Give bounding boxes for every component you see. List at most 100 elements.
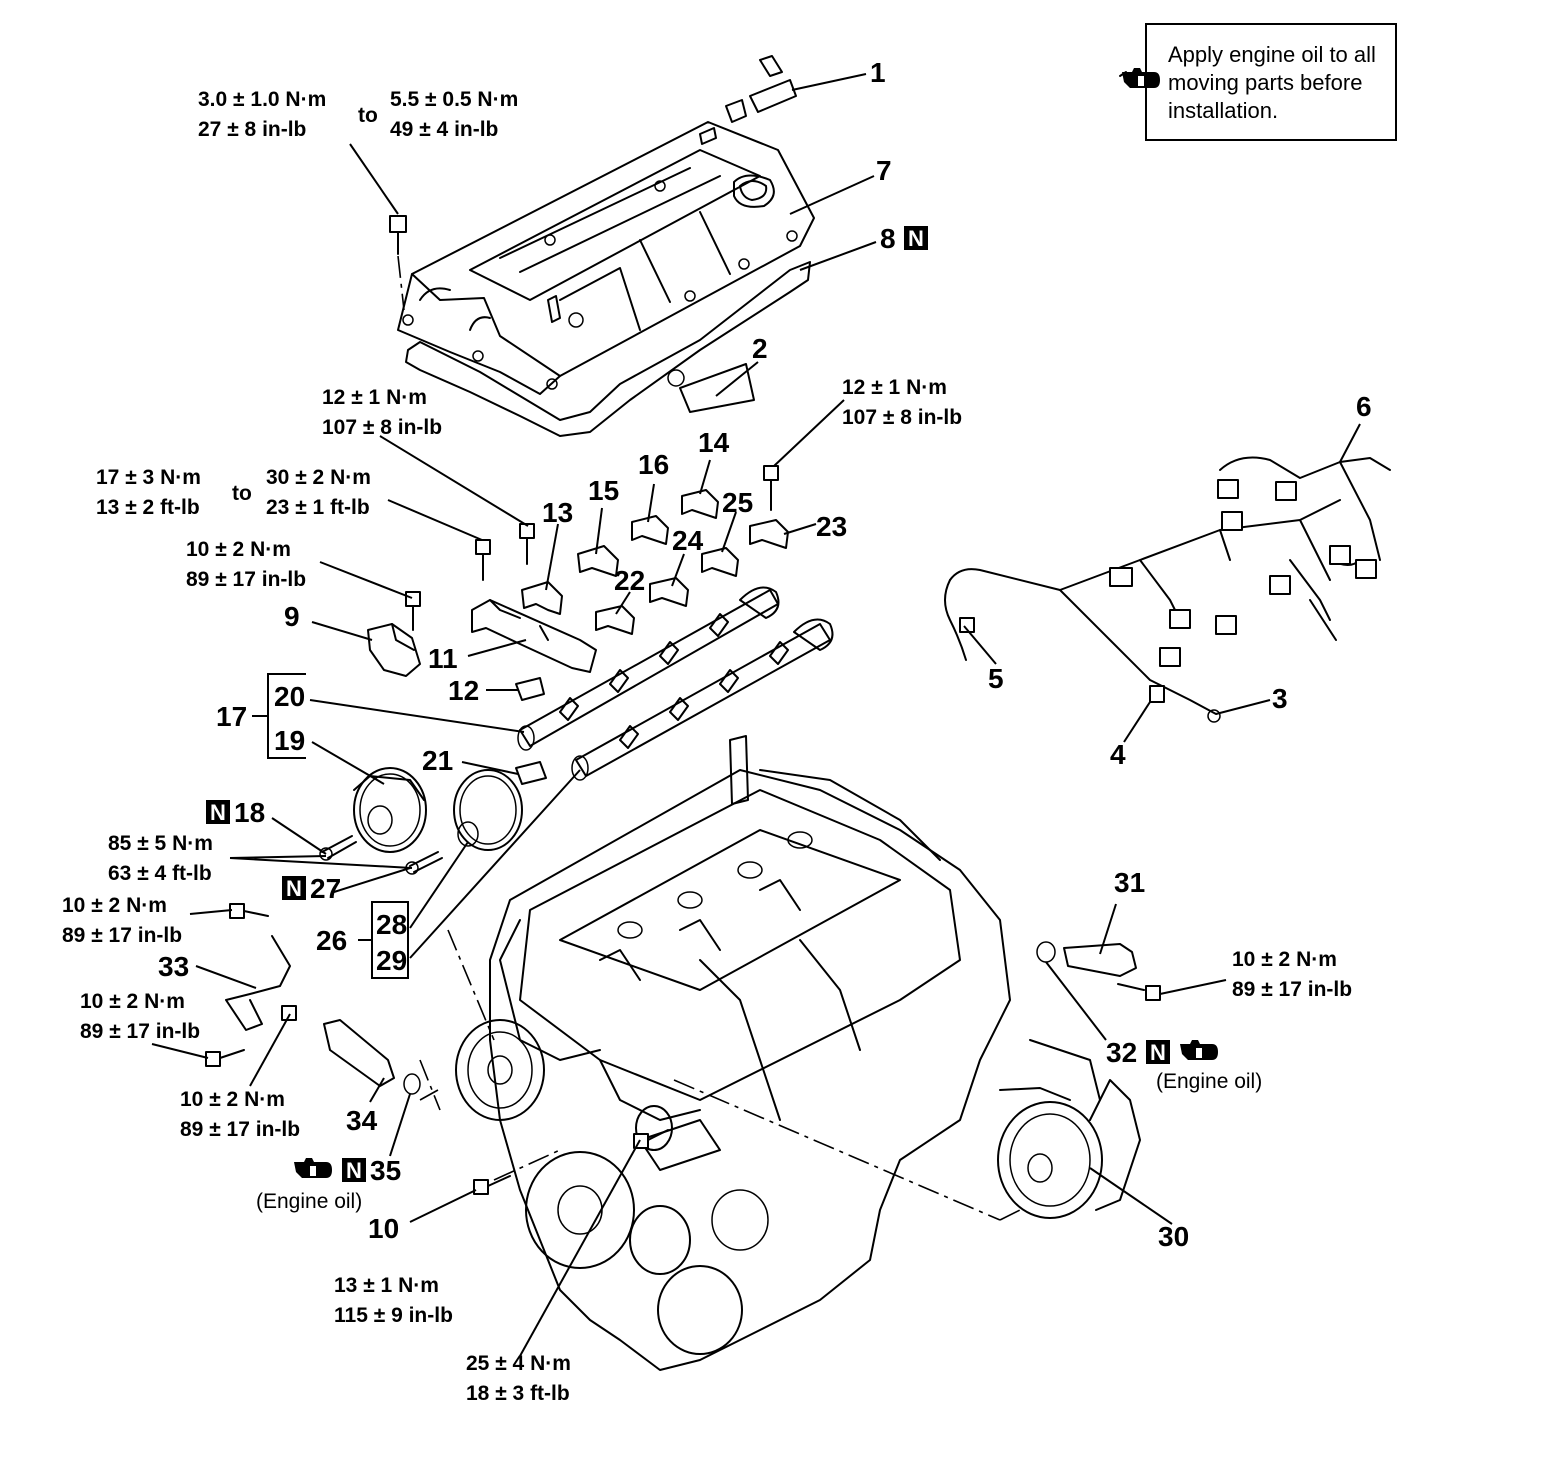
bolt-pump bbox=[633, 1129, 669, 1149]
part-label-28: 28 bbox=[376, 909, 407, 940]
torque-ocv34-nm: 10 ± 2 N·m bbox=[180, 1088, 285, 1111]
part-label-5: 5 bbox=[988, 663, 1004, 694]
torque-pump-nm: 25 ± 4 N·m bbox=[466, 1352, 571, 1375]
note-line-1: Apply engine oil to all bbox=[1168, 42, 1376, 67]
torque-cover-start-nm: 3.0 ± 1.0 N·m bbox=[198, 88, 326, 111]
torque-ocv34-inlb: 89 ± 17 in-lb bbox=[180, 1118, 300, 1141]
part-label-9: 9 bbox=[284, 601, 300, 632]
part-label-17: 17 bbox=[216, 701, 247, 732]
torque-cap23-inlb: 107 ± 8 in-lb bbox=[842, 406, 962, 429]
torque-bolt10-nm: 13 ± 1 N·m bbox=[334, 1274, 439, 1297]
part-label-34: 34 bbox=[346, 1105, 378, 1136]
rocker-cover-drawing bbox=[397, 121, 815, 395]
torque-cover-final-nm: 5.5 ± 0.5 N·m bbox=[390, 88, 518, 111]
svg-text:N: N bbox=[286, 876, 302, 901]
part-label-35: 35 bbox=[370, 1155, 401, 1186]
bolt-10 bbox=[473, 1175, 511, 1195]
engine-block bbox=[419, 735, 1041, 1371]
torque-sprocket-ftlb: 63 ± 4 ft-lb bbox=[108, 862, 212, 885]
cover-bolt bbox=[389, 215, 407, 311]
torque-to-2: to bbox=[232, 482, 252, 505]
torque-sprocket-nm: 85 ± 5 N·m bbox=[108, 832, 213, 855]
torque-frame-start-ftlb: 13 ± 2 ft-lb bbox=[96, 496, 200, 519]
torque-ocv31-inlb: 89 ± 17 in-lb bbox=[1232, 978, 1352, 1001]
cam-cap-23 bbox=[749, 519, 789, 549]
torque-b33-top-nm: 10 ± 2 N·m bbox=[62, 894, 167, 917]
wiring-harness bbox=[944, 456, 1391, 723]
part-label-12: 12 bbox=[448, 675, 479, 706]
torque-labels: 3.0 ± 1.0 N·m 27 ± 8 in-lb to 5.5 ± 0.5 … bbox=[62, 88, 1352, 1405]
part-label-30: 30 bbox=[1158, 1221, 1189, 1252]
cam-cap-14 bbox=[681, 489, 719, 519]
leader-lines bbox=[151, 73, 1361, 1357]
bolt-18 bbox=[319, 835, 357, 861]
note-line-3: installation. bbox=[1168, 98, 1278, 123]
cover-gasket bbox=[405, 261, 811, 437]
torque-b33-top-inlb: 89 ± 17 in-lb bbox=[62, 924, 182, 947]
bolt-frame bbox=[475, 539, 491, 581]
cam-cap-13 bbox=[521, 581, 563, 615]
torque-cap13-nm: 12 ± 1 N·m bbox=[322, 386, 427, 409]
camshaft-29 bbox=[571, 618, 834, 781]
torque-b33-low-nm: 10 ± 2 N·m bbox=[80, 990, 185, 1013]
part-label-24: 24 bbox=[672, 525, 704, 556]
n-mark-32: N bbox=[1146, 1040, 1170, 1065]
cam-cap-25 bbox=[701, 547, 739, 577]
part-label-8: 8 bbox=[880, 223, 896, 254]
part-label-15: 15 bbox=[588, 475, 619, 506]
cam-cap-24 bbox=[649, 577, 689, 607]
svg-text:N: N bbox=[1150, 1040, 1166, 1065]
part-label-14: 14 bbox=[698, 427, 730, 458]
torque-cap23-nm: 12 ± 1 N·m bbox=[842, 376, 947, 399]
pcv-valve-1 bbox=[725, 55, 797, 123]
part-label-21: 21 bbox=[422, 745, 453, 776]
part-label-6: 6 bbox=[1356, 391, 1372, 422]
part-label-11: 11 bbox=[428, 643, 458, 674]
svg-text:N: N bbox=[210, 800, 226, 825]
torque-pump-ftlb: 18 ± 3 ft-lb bbox=[466, 1382, 570, 1405]
torque-frame-start-nm: 17 ± 3 N·m bbox=[96, 466, 201, 489]
part-label-3: 3 bbox=[1272, 683, 1288, 714]
oil-can-icon bbox=[1180, 1040, 1218, 1060]
torque-cover-final-inlb: 49 ± 4 in-lb bbox=[390, 118, 498, 141]
part-label-1: 1 bbox=[870, 57, 886, 88]
oil-can-icon bbox=[1119, 68, 1160, 88]
part-label-13: 13 bbox=[542, 497, 573, 528]
part-label-16: 16 bbox=[638, 449, 669, 480]
svg-text:N: N bbox=[908, 226, 924, 251]
torque-b33-low-inlb: 89 ± 17 in-lb bbox=[80, 1020, 200, 1043]
part-label-10: 10 bbox=[368, 1213, 399, 1244]
cam-cap-22 bbox=[595, 605, 635, 635]
part-label-32: 32 bbox=[1106, 1037, 1137, 1068]
part-label-31: 31 bbox=[1114, 867, 1145, 898]
engine-oil-label-32: (Engine oil) bbox=[1156, 1070, 1262, 1093]
bolt-cap-23 bbox=[763, 465, 779, 511]
n-mark-27: N bbox=[282, 876, 306, 901]
part-label-18: 18 bbox=[234, 797, 265, 828]
part-label-19: 19 bbox=[274, 725, 305, 756]
part-label-33: 33 bbox=[158, 951, 189, 982]
n-mark-8: N bbox=[904, 226, 928, 251]
note-line-2: moving parts before bbox=[1168, 70, 1362, 95]
cam-cap-16 bbox=[631, 515, 669, 545]
part-label-22: 22 bbox=[614, 565, 645, 596]
part-label-23: 23 bbox=[816, 511, 847, 542]
torque-ocv31-nm: 10 ± 2 N·m bbox=[1232, 948, 1337, 971]
bolt-27 bbox=[405, 851, 443, 875]
part-label-25: 25 bbox=[722, 487, 753, 518]
svg-text:N: N bbox=[346, 1158, 362, 1183]
ocv-34 bbox=[281, 1005, 421, 1095]
bolt-cap-13 bbox=[519, 523, 535, 565]
part-label-27: 27 bbox=[310, 873, 341, 904]
torque-frame-final-nm: 30 ± 2 N·m bbox=[266, 466, 371, 489]
part-label-29: 29 bbox=[376, 945, 407, 976]
sprocket-19 bbox=[353, 767, 427, 853]
ocv-31 bbox=[1036, 941, 1161, 1001]
part-label-7: 7 bbox=[876, 155, 892, 186]
part-label-20: 20 bbox=[274, 681, 305, 712]
oil-can-icon bbox=[294, 1158, 332, 1178]
torque-bolt10-inlb: 115 ± 9 in-lb bbox=[334, 1304, 453, 1327]
bracket-9 bbox=[367, 623, 421, 677]
part-label-4: 4 bbox=[1110, 739, 1126, 770]
cam-cap-15 bbox=[577, 545, 619, 577]
